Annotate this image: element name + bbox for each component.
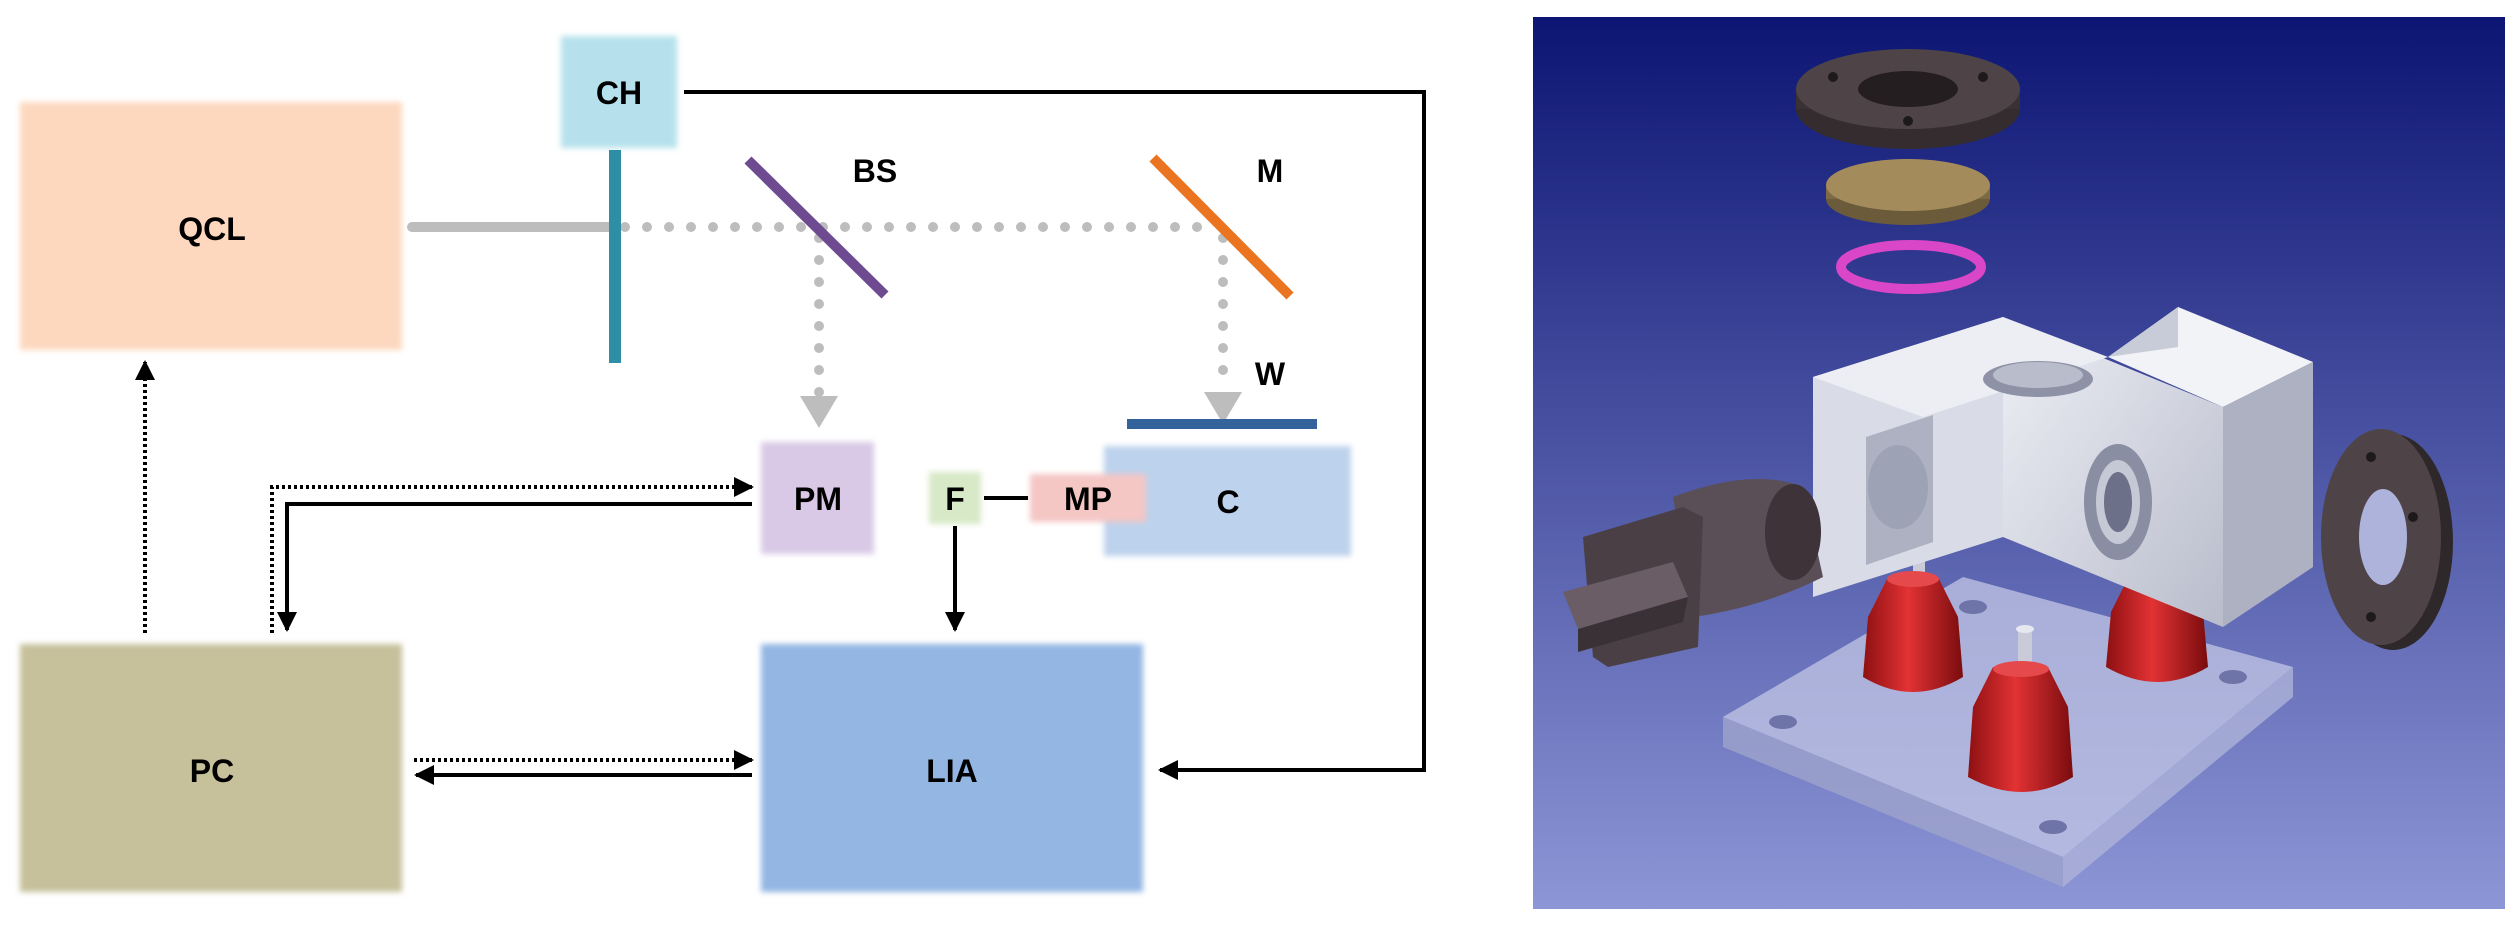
bs-label: BS (853, 153, 897, 189)
ch-block (561, 36, 677, 148)
pc-block (20, 644, 402, 892)
mp-block (1030, 474, 1146, 522)
beam-to-window-arrowhead (1204, 392, 1242, 424)
qcl-block (20, 102, 402, 350)
ch-to-lia-wire (684, 90, 1426, 780)
beam-to-pm-arrowhead (800, 396, 838, 428)
damper-center (1968, 625, 2073, 792)
damper-left (1863, 557, 1963, 692)
setup-schematic: QCL CH PM F MP C PC LIA BS M W (20, 36, 1426, 892)
o-ring (1836, 240, 1986, 294)
top-flange (1796, 49, 2020, 149)
mirror (1149, 154, 1294, 300)
f-label: F (945, 481, 965, 517)
beam-splitter (744, 156, 889, 299)
c-label: C (1216, 484, 1239, 520)
lia-block (761, 644, 1143, 892)
lia-label: LIA (926, 753, 978, 789)
ch-label: CH (596, 75, 642, 111)
pm-label: PM (794, 481, 842, 517)
window-disc (1826, 159, 1990, 225)
cell-housing (1813, 307, 2313, 627)
pm-block (761, 442, 874, 554)
render-canvas (1533, 17, 2505, 909)
m-label: M (1257, 153, 1284, 189)
schematic-canvas: QCL CH PM F MP C PC LIA BS M W (20, 36, 1426, 892)
w-label: W (1255, 356, 1286, 392)
f-block (929, 472, 981, 524)
window (1127, 419, 1317, 429)
cell-exploded-render (1533, 17, 2505, 909)
pc-label: PC (190, 753, 234, 789)
side-inlet-knob (1563, 479, 1823, 667)
pc-to-pm-dotted (270, 477, 754, 633)
pm-to-pc-solid (277, 502, 752, 632)
qcl-label: QCL (178, 211, 246, 247)
chopper-blade (609, 150, 621, 363)
mp-label: MP (1064, 481, 1112, 517)
side-flange (2321, 429, 2453, 650)
